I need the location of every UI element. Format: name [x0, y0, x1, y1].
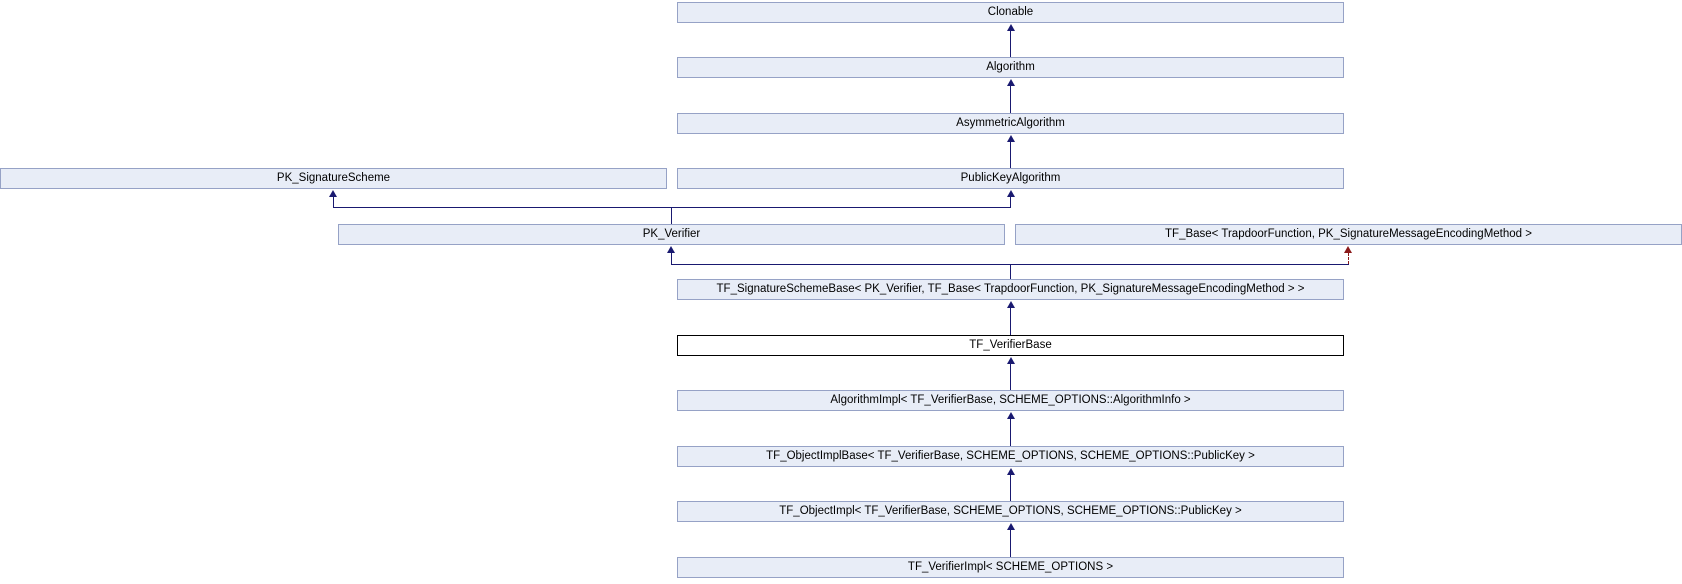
class-node-tfobjectimplbase[interactable]: TF_ObjectImplBase< TF_VerifierBase, SCHE…: [677, 446, 1344, 467]
class-node-algorithmimpl[interactable]: AlgorithmImpl< TF_VerifierBase, SCHEME_O…: [677, 390, 1344, 411]
class-node-tfbase[interactable]: TF_Base< TrapdoorFunction, PK_SignatureM…: [1015, 224, 1682, 245]
arrowhead-up-icon: [1007, 301, 1015, 308]
edge-line: [1010, 530, 1011, 557]
edge-line: [1010, 308, 1011, 335]
edge-line: [1010, 142, 1011, 168]
edge-bus-line: [333, 207, 1011, 208]
arrowhead-up-icon: [1007, 135, 1015, 142]
edge-line: [1010, 197, 1011, 207]
class-node-tfverifierimpl[interactable]: TF_VerifierImpl< SCHEME_OPTIONS >: [677, 557, 1344, 578]
edge-line: [333, 197, 334, 207]
edge-line: [1010, 475, 1011, 501]
edge-line: [671, 253, 672, 264]
class-node-asymmetricalgorithm[interactable]: AsymmetricAlgorithm: [677, 113, 1344, 134]
edge-line: [1010, 364, 1011, 390]
red-arrowhead-up-icon: [1344, 246, 1352, 253]
arrowhead-up-icon: [1007, 523, 1015, 530]
class-node-tfsignatureschemebase[interactable]: TF_SignatureSchemeBase< PK_Verifier, TF_…: [677, 279, 1344, 300]
red-dashed-edge-line: [1348, 253, 1349, 264]
edge-line: [1010, 265, 1011, 279]
arrowhead-up-icon: [667, 246, 675, 253]
arrowhead-up-icon: [329, 190, 337, 197]
arrowhead-up-icon: [1007, 357, 1015, 364]
class-node-tfobjectimpl[interactable]: TF_ObjectImpl< TF_VerifierBase, SCHEME_O…: [677, 501, 1344, 522]
edge-line: [1010, 31, 1011, 57]
edge-line: [1010, 419, 1011, 446]
edge-bus-line: [671, 264, 1349, 265]
class-node-algorithm[interactable]: Algorithm: [677, 57, 1344, 78]
class-node-pksignaturescheme[interactable]: PK_SignatureScheme: [0, 168, 667, 189]
class-node-tfverifierbase-current: TF_VerifierBase: [677, 335, 1344, 356]
edge-line: [1010, 86, 1011, 113]
edge-line: [671, 208, 672, 224]
class-node-pkverifier[interactable]: PK_Verifier: [338, 224, 1005, 245]
class-node-publickeyalgorithm[interactable]: PublicKeyAlgorithm: [677, 168, 1344, 189]
arrowhead-up-icon: [1007, 79, 1015, 86]
arrowhead-up-icon: [1007, 468, 1015, 475]
arrowhead-up-icon: [1007, 24, 1015, 31]
arrowhead-up-icon: [1007, 190, 1015, 197]
arrowhead-up-icon: [1007, 412, 1015, 419]
class-node-clonable[interactable]: Clonable: [677, 2, 1344, 23]
